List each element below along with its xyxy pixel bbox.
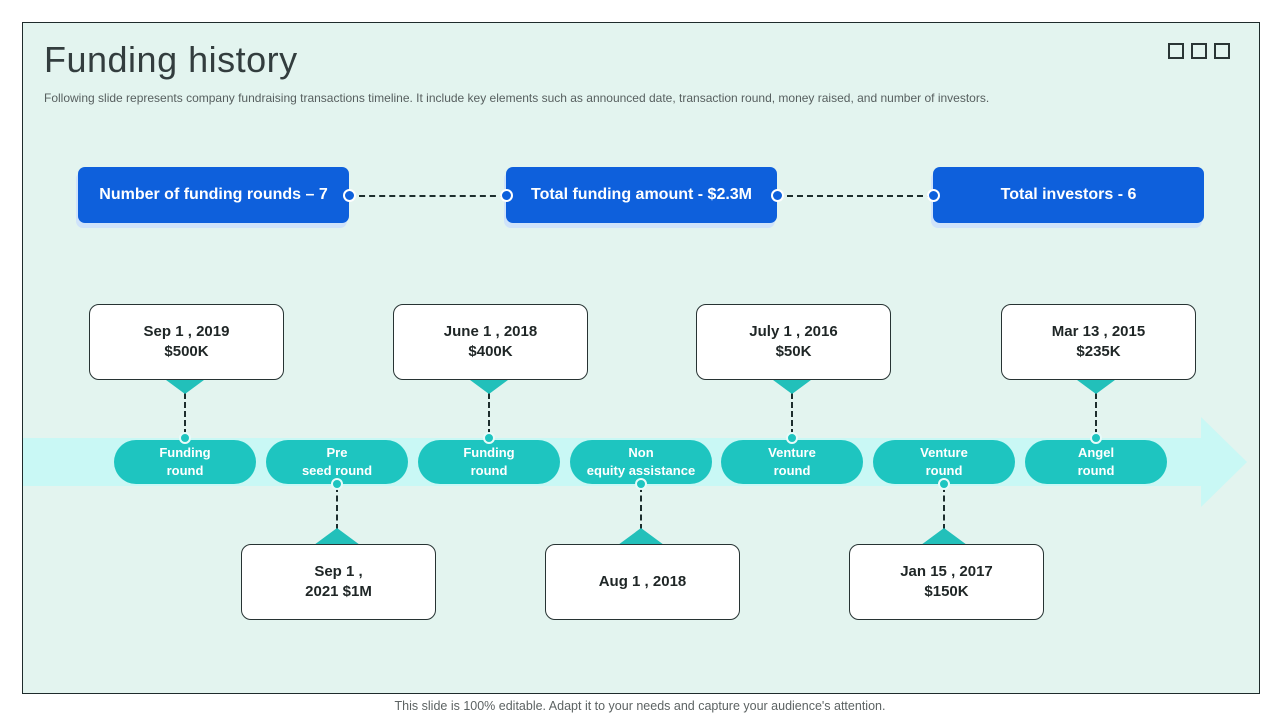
event-date: Mar 13 , 2015 <box>1051 322 1146 340</box>
slide-footer-note: This slide is 100% editable. Adapt it to… <box>394 699 886 713</box>
stat-funding-rounds: Number of funding rounds – 7 <box>78 167 349 223</box>
connector-line <box>488 393 490 435</box>
pill-label: round <box>773 463 811 478</box>
timeline-pill: Funding round <box>418 440 560 484</box>
event-amount: $500K <box>164 343 209 360</box>
pill-label: round <box>470 463 508 478</box>
connector-dot <box>927 189 940 202</box>
slide-subtitle: Following slide represents company fundr… <box>44 91 990 105</box>
slide-canvas: Funding history Following slide represen… <box>22 22 1260 694</box>
card-pointer-icon <box>921 528 967 545</box>
event-card: Mar 13 , 2015 $235K <box>1001 304 1196 380</box>
connector-dot <box>179 432 191 444</box>
timeline-arrow-icon <box>1201 417 1247 507</box>
pill-label: equity assistance <box>586 463 696 478</box>
event-date: June 1 , 2018 <box>443 322 538 340</box>
connector-dot <box>331 478 343 490</box>
pill-label: Non <box>628 445 654 461</box>
event-amount: $50K <box>775 343 812 360</box>
event-date: Aug 1 , 2018 <box>598 572 687 590</box>
event-card: Jan 15 , 2017 $150K <box>849 544 1044 620</box>
connector-dot <box>1090 432 1102 444</box>
connector-dot <box>635 478 647 490</box>
event-amount: $150K <box>924 583 969 600</box>
pill-label: Funding <box>463 445 515 461</box>
timeline-pill: Venture round <box>721 440 863 484</box>
card-pointer-icon <box>1073 377 1119 394</box>
card-pointer-icon <box>314 528 360 545</box>
event-card: Aug 1 , 2018 <box>545 544 740 620</box>
connector-dot <box>500 189 513 202</box>
pill-label: round <box>166 463 204 478</box>
event-amount: $400K <box>468 343 513 360</box>
square-icon <box>1168 43 1184 59</box>
event-date: July 1 , 2016 <box>749 322 838 340</box>
stat-total-investors: Total investors - 6 <box>933 167 1204 223</box>
event-card: June 1 , 2018 $400K <box>393 304 588 380</box>
timeline-pill: Venture round <box>873 440 1015 484</box>
pill-label: Venture <box>920 445 968 461</box>
event-card: July 1 , 2016 $50K <box>696 304 891 380</box>
event-card: Sep 1 , 2019 $500K <box>89 304 284 380</box>
stat-total-funding: Total funding amount - $2.3M <box>506 167 777 223</box>
connector-dot <box>786 432 798 444</box>
connector-dot <box>771 189 784 202</box>
timeline-pill: Pre seed round <box>266 440 408 484</box>
event-card: Sep 1 , 2021 $1M <box>241 544 436 620</box>
page-title: Funding history <box>44 39 298 80</box>
connector-line <box>1095 393 1097 435</box>
connector-line <box>791 393 793 435</box>
connector-dot <box>938 478 950 490</box>
connector-line <box>336 486 338 530</box>
decoration-squares <box>1168 43 1230 59</box>
pill-label: round <box>925 463 963 478</box>
square-icon <box>1214 43 1230 59</box>
connector-dot <box>483 432 495 444</box>
pill-label: Funding <box>159 445 211 461</box>
event-date: Sep 1 , 2019 <box>143 322 230 340</box>
pill-label: Venture <box>768 445 816 461</box>
stat-connector-line <box>349 195 506 197</box>
connector-dot <box>343 189 356 202</box>
card-pointer-icon <box>466 377 512 394</box>
square-icon <box>1191 43 1207 59</box>
card-pointer-icon <box>618 528 664 545</box>
connector-line <box>184 393 186 435</box>
pill-label: seed round <box>301 463 373 478</box>
pill-label: Pre <box>326 445 348 461</box>
event-amount: 2021 $1M <box>305 583 372 600</box>
timeline-pill: Non equity assistance <box>570 440 712 484</box>
connector-line <box>943 486 945 530</box>
pill-label: Angel <box>1077 445 1115 461</box>
connector-line <box>640 486 642 530</box>
event-amount: $235K <box>1076 343 1121 360</box>
stat-connector-line <box>777 195 933 197</box>
pill-label: round <box>1077 463 1115 478</box>
card-pointer-icon <box>769 377 815 394</box>
timeline-pill: Angel round <box>1025 440 1167 484</box>
timeline-pill: Funding round <box>114 440 256 484</box>
card-pointer-icon <box>162 377 208 394</box>
event-date: Sep 1 , <box>314 562 363 580</box>
event-date: Jan 15 , 2017 <box>900 562 993 580</box>
